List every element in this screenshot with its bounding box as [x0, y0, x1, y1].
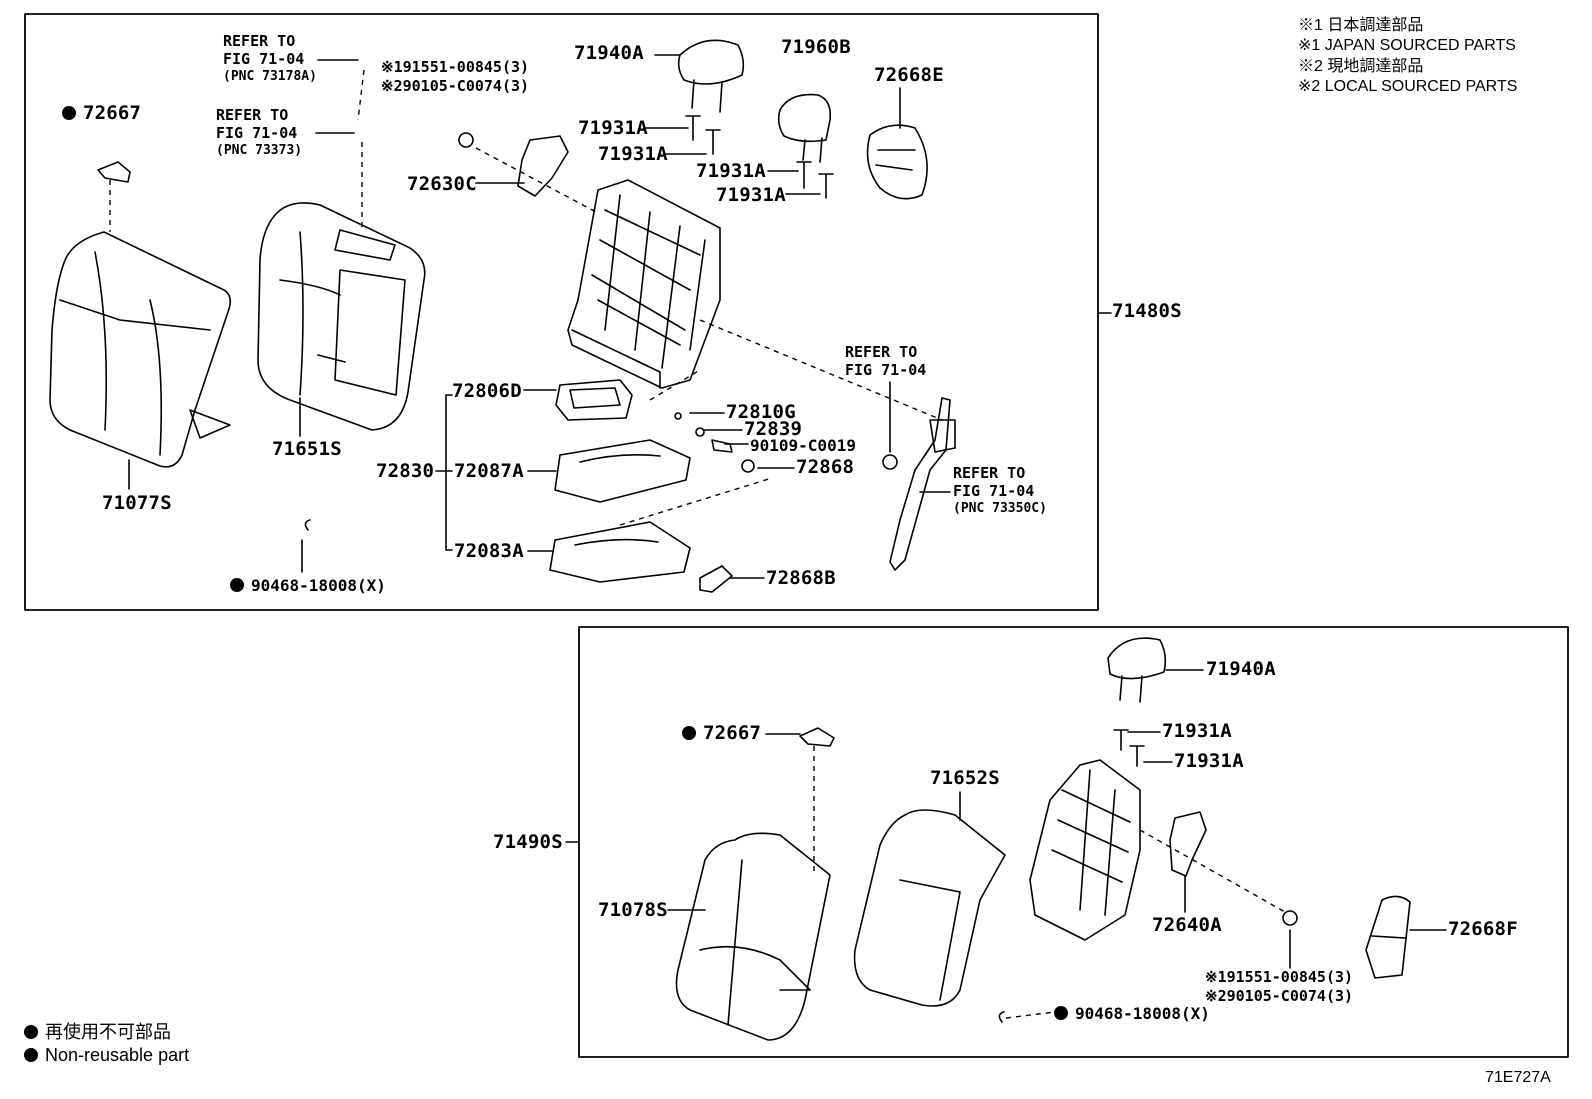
clip-72667-lower: [799, 727, 835, 747]
part-label: 72830: [376, 460, 435, 482]
bolt-90109: [711, 439, 733, 453]
part-label: 72667: [62, 104, 141, 123]
part-label: 71931A: [1162, 720, 1232, 742]
part-label: 71931A: [598, 143, 668, 165]
seatback-pad-71652S: [853, 809, 1006, 1007]
part-label: 72806D: [452, 380, 522, 402]
non-reusable-dot-icon: [24, 1025, 38, 1039]
part-label: 71077S: [102, 492, 172, 514]
sourcing-notes: ※1 日本調達部品 ※1 JAPAN SOURCED PARTS ※2 現地調達…: [1298, 16, 1517, 97]
non-reusable-legend: 再使用不可部品 Non-reusable part: [24, 1021, 189, 1067]
part-label: 71931A: [716, 184, 786, 206]
part-label: 71940A: [1206, 658, 1276, 680]
note-japan-jp: ※1 日本調達部品: [1298, 17, 1424, 34]
part-label: 72868: [796, 456, 855, 478]
bolt: [1282, 910, 1298, 926]
part-label: 72667: [682, 724, 761, 743]
washer-72839: [695, 427, 705, 437]
lower-assembly-frame: [578, 626, 1569, 1058]
note-japan-en: ※1 JAPAN SOURCED PARTS: [1298, 37, 1516, 55]
part-label: 72083A: [454, 540, 524, 562]
headrest-71940A-lower: [1107, 637, 1167, 703]
bolt: [458, 132, 474, 148]
headrest-71940A: [677, 39, 745, 113]
hinge-72630C: [517, 135, 569, 197]
armrest-body-72083A: [549, 521, 691, 583]
part-label: 90468-18008(X): [230, 576, 386, 596]
part-label: 71078S: [598, 899, 668, 921]
side-cover-72668E: [866, 124, 928, 200]
side-cover-72668F: [1365, 895, 1411, 979]
non-reusable-dot-icon: [62, 106, 76, 120]
part-label: 71940A: [574, 42, 644, 64]
note-local-jp: ※2 現地調達部品: [1298, 57, 1424, 75]
part-label: 72839: [744, 418, 803, 440]
seatback-cover-clip: [97, 161, 131, 183]
seatback-cover-71077S: [49, 231, 232, 468]
nut-72868: [741, 459, 755, 473]
headrest-guides: [685, 115, 834, 199]
non-reusable-dot-icon: [230, 578, 244, 592]
assembly-label: 71480S: [1112, 300, 1182, 322]
assembly-label: 71490S: [493, 831, 563, 853]
part-label: 72087A: [454, 460, 524, 482]
figure-code: 71E727A: [1485, 1069, 1551, 1086]
part-label: 72810G: [726, 401, 796, 423]
part-label: 71960B: [781, 36, 851, 58]
clip-72810G: [674, 412, 682, 420]
sourced-parts: ※191551-00845(3)※290105-C0074(3): [381, 58, 530, 95]
upper-assembly-frame: [24, 13, 1099, 611]
sourced-parts: ※191551-00845(3)※290105-C0074(3): [1205, 968, 1354, 1005]
part-label: 90109-C0019: [750, 436, 856, 455]
seatback-frame-lower: [1029, 759, 1141, 941]
part-label: 72668E: [874, 64, 944, 86]
part-label: 72640A: [1152, 914, 1222, 936]
part-label: 71652S: [930, 767, 1000, 789]
legend-en: Non-reusable part: [45, 1044, 190, 1065]
non-reusable-dot-icon: [24, 1047, 38, 1062]
hinge-72640A: [1169, 811, 1207, 877]
part-label: 71931A: [696, 160, 766, 182]
armrest-cap-72868B: [699, 565, 733, 593]
seatback-pad-71651S: [257, 202, 426, 431]
non-reusable-dot-icon: [682, 726, 696, 740]
seatbelt-guide: [889, 397, 956, 571]
cup-holder-72806D: [555, 379, 633, 421]
part-label: 72668F: [1448, 918, 1518, 940]
part-label: 90468-18008(X): [1054, 1004, 1210, 1024]
armrest-pad-72087A: [554, 439, 691, 503]
seatback-cover-71078S: [675, 832, 831, 1041]
part-label: 71651S: [272, 438, 342, 460]
bolt: [882, 454, 898, 470]
headrest-71960B: [777, 93, 832, 163]
note-local-en: ※2 LOCAL SOURCED PARTS: [1298, 77, 1518, 95]
part-label: 72868B: [766, 567, 836, 589]
part-label: 71931A: [1174, 750, 1244, 772]
small-clip-90468: [304, 519, 311, 531]
small-clip-90468-lower: [998, 1011, 1005, 1023]
legend-jp: 再使用不可部品: [45, 1022, 171, 1042]
part-label: 72630C: [407, 173, 477, 195]
part-label: 71931A: [578, 117, 648, 139]
seatback-frame: [567, 179, 721, 389]
non-reusable-dot-icon: [1054, 1006, 1068, 1020]
